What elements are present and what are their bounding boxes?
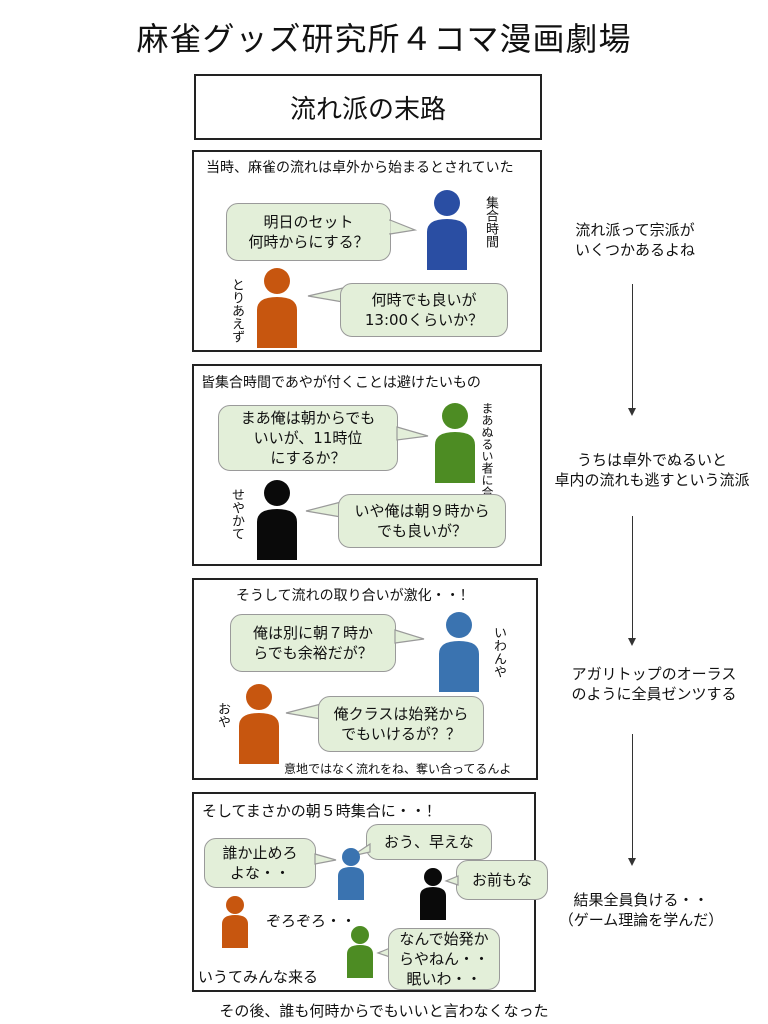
arrow-1 xyxy=(628,284,636,416)
comic-subtitle-box: 流れ派の末路 xyxy=(194,74,542,140)
panel-1-bubble-1-tail xyxy=(387,219,418,235)
panel-2-name-2: せやかて xyxy=(229,488,244,540)
panel-4-person-green-avatar xyxy=(347,926,373,978)
panel-4-person-blue-avatar xyxy=(338,848,364,900)
panel-3-person-blue-avatar xyxy=(439,612,479,692)
panel-1-person-blue-avatar xyxy=(427,190,467,270)
panel-4-bubble-1-tail xyxy=(314,853,337,865)
panel-2-person-green-avatar xyxy=(435,403,475,483)
panel-2-caption: 皆集合時間であやが付くことは避けたいもの xyxy=(201,375,481,391)
side-note-2: うちは卓外でぬるいと 卓内の流れも逃すという流派 xyxy=(554,451,750,489)
panel-3-footer: 意地ではなく流れをね、奪い合ってるんよ xyxy=(284,762,512,776)
panel-3-person-orange-avatar xyxy=(239,684,279,764)
panel-2-bubble-2: いや俺は朝９時から でも良いが？ xyxy=(338,494,506,548)
panel-2-bubble-1: まあ俺は朝からでも いいが、11時位 にするか？ xyxy=(218,405,398,471)
panel-3-bubble-1: 俺は別に朝７時か らでも余裕だが？ xyxy=(230,614,396,672)
panel-1-bubble-2: 何時でも良いが 13:00くらいか？ xyxy=(340,283,508,337)
main-title: 麻雀グッズ研究所４コマ漫画劇場 xyxy=(136,20,632,58)
panel-4-bubble-1: 誰か止めろ よな・・ xyxy=(204,838,316,888)
panel-3-bubble-1-tail xyxy=(394,629,425,644)
panel-4-text-1: ぞろぞろ・・ xyxy=(266,912,357,930)
side-note-4: 結果全員負ける・・ （ゲーム理論を学んだ） xyxy=(558,891,724,929)
panel-3-name-1: いわんや xyxy=(491,626,506,678)
side-note-1: 流れ派って宗派が いくつかあるよね xyxy=(574,221,695,259)
panel-4-person-orange-avatar xyxy=(222,896,248,948)
bottom-text: その後、誰も何時からでもいいと言わなくなった xyxy=(219,1002,549,1020)
panel-4-text-2: いうてみんな来る xyxy=(198,968,319,986)
panel-2-name-1: まあぬるい者に合わせて xyxy=(480,402,494,534)
panel-2-bubble-1-tail xyxy=(396,426,429,441)
panel-4-bubble-3-tail xyxy=(444,875,459,886)
panel-4-bubble-4: なんで始発か らやねん・・ 眠いわ・・ xyxy=(388,928,500,990)
panel-1-caption: 当時、麻雀の流れは卓外から始まるとされていた xyxy=(206,160,514,176)
panel-3-bubble-2: 俺クラスは始発から でもいけるが？？ xyxy=(318,696,484,752)
arrow-2 xyxy=(628,516,636,646)
panel-3-caption: そうして流れの取り合いが激化・・！ xyxy=(236,588,474,604)
panel-1-name-1: 集合時間 xyxy=(483,196,498,248)
panel-4-bubble-2: おう、早えな xyxy=(366,824,492,860)
panel-4-caption: そしてまさかの朝５時集合に・・！ xyxy=(202,802,441,820)
comic-subtitle: 流れ派の末路 xyxy=(289,94,446,125)
panel-1-bubble-1: 明日のセット 何時からにする？ xyxy=(226,203,391,261)
panel-2-person-black-avatar xyxy=(257,480,297,560)
panel-1-name-2: とりあえず xyxy=(229,278,244,343)
panel-4-person-black-avatar xyxy=(420,868,446,920)
panel-1-person-orange-avatar xyxy=(257,268,297,348)
side-note-3: アガリトップのオーラス のように全員ゼンツする xyxy=(571,665,737,703)
panel-3-name-2: おや xyxy=(215,702,230,728)
panel-4-bubble-3: お前もな xyxy=(456,860,548,900)
arrow-3 xyxy=(628,734,636,866)
